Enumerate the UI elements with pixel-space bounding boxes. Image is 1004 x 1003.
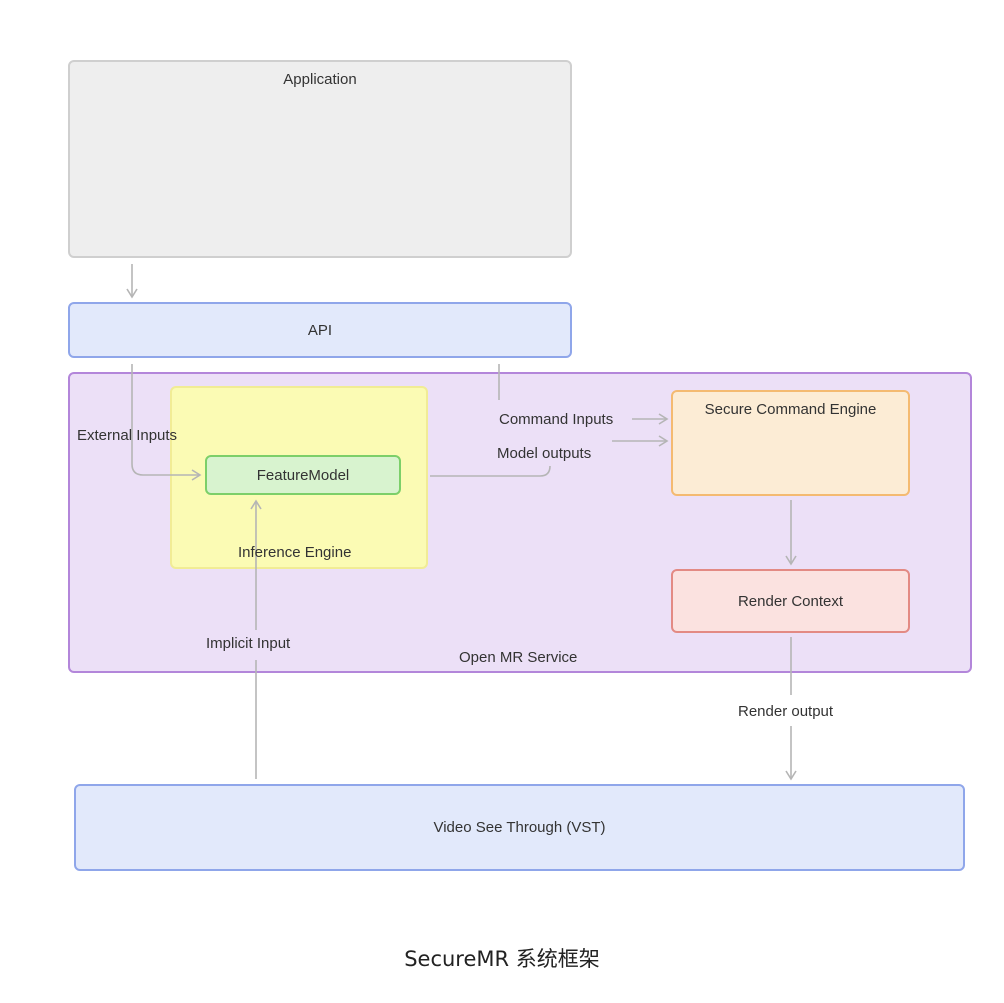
- implicit-input-label: Implicit Input: [206, 635, 291, 652]
- inference-engine-label: Inference Engine: [238, 544, 352, 561]
- open-mr-service-label: Open MR Service: [459, 649, 578, 666]
- model-outputs-label: Model outputs: [497, 445, 592, 462]
- external-inputs-arrow: [131, 364, 202, 481]
- render-output-label: Render output: [738, 703, 834, 720]
- vst-label: Video See Through (VST): [433, 819, 606, 836]
- vst-box: Video See Through (VST): [74, 784, 965, 871]
- external-inputs-label: External Inputs: [77, 427, 178, 444]
- render-context-label: Render Context: [737, 592, 844, 610]
- command-inputs-label: Command Inputs: [499, 411, 614, 428]
- api-box: API: [68, 302, 572, 358]
- secure-command-engine-box: Secure Command Engine: [671, 390, 910, 496]
- feature-model-label: FeatureModel: [256, 466, 350, 484]
- api-label: API: [307, 321, 333, 339]
- figure-caption: SecureMR 系统框架: [404, 947, 600, 971]
- secure-command-engine-label: Secure Command Engine: [704, 401, 877, 418]
- application-box: Application: [68, 60, 572, 258]
- model-outputs-line: [430, 465, 551, 477]
- render-context-box: Render Context: [671, 569, 910, 633]
- feature-model-box: FeatureModel: [205, 455, 401, 495]
- application-label: Application: [283, 71, 357, 88]
